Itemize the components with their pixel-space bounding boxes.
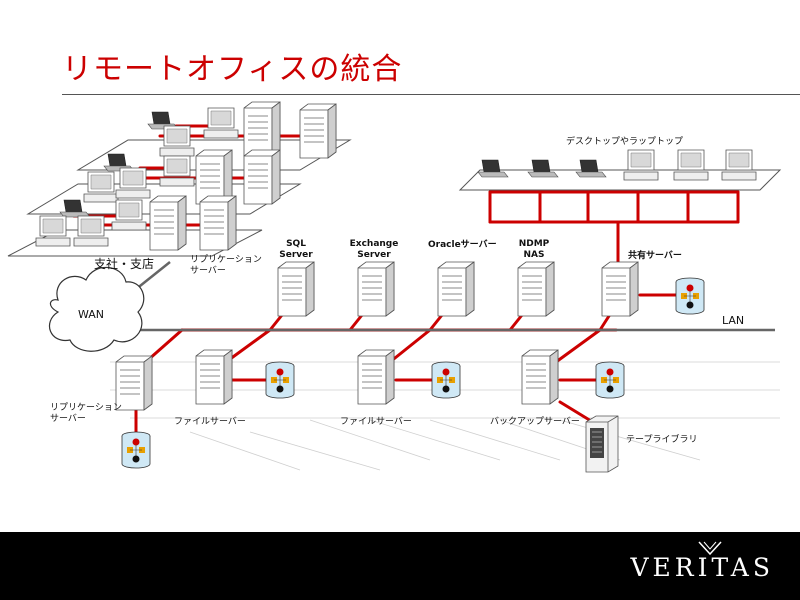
file-server-1-icon bbox=[195, 349, 233, 405]
oracle-server-icon bbox=[437, 261, 475, 317]
branch-replication-label: リプリケーションサーバー bbox=[190, 254, 262, 276]
wan-label: WAN bbox=[78, 308, 104, 321]
lower-tier-servers bbox=[115, 349, 625, 473]
tape-library-icon bbox=[585, 415, 619, 473]
veritas-mark-icon bbox=[698, 541, 722, 555]
oracle-label: Oracleサーバー bbox=[428, 239, 497, 250]
shared-storage-icon bbox=[675, 277, 705, 315]
file-server-2-icon bbox=[357, 349, 395, 405]
shared-label: 共有サーバー bbox=[628, 249, 682, 261]
branch-label: 支社・支店 bbox=[94, 256, 154, 271]
shared-server-icon bbox=[601, 261, 639, 317]
replication-label: リプリケーションサーバー bbox=[50, 402, 122, 424]
desktops-label: デスクトップやラップトップ bbox=[566, 135, 683, 147]
file-server-1-label: ファイルサーバー bbox=[174, 416, 246, 427]
branch-office-devices bbox=[35, 101, 337, 251]
tape-label: テープライブラリ bbox=[626, 433, 697, 445]
backup-storage-icon bbox=[595, 361, 625, 399]
title-rule bbox=[62, 94, 800, 95]
slide-title: リモートオフィスの統合 bbox=[62, 52, 403, 87]
backbone-servers bbox=[277, 261, 705, 317]
file-server-2-label: ファイルサーバー bbox=[340, 416, 412, 427]
replication-storage-icon bbox=[121, 431, 151, 469]
backup-label: バックアップサーバー bbox=[490, 416, 580, 427]
backup-server-icon bbox=[521, 349, 559, 405]
ndmp-nas-icon bbox=[517, 261, 555, 317]
wan-cloud bbox=[48, 266, 145, 352]
file-storage-1-icon bbox=[265, 361, 295, 399]
file-storage-2-icon bbox=[431, 361, 461, 399]
footer-bar: VERITAS bbox=[0, 532, 800, 600]
exchange-server-icon bbox=[357, 261, 395, 317]
sql-server-icon bbox=[277, 261, 315, 317]
lan-label: LAN bbox=[722, 314, 744, 327]
veritas-logo: VERITAS bbox=[630, 553, 774, 582]
replication-server-icon bbox=[115, 355, 153, 411]
